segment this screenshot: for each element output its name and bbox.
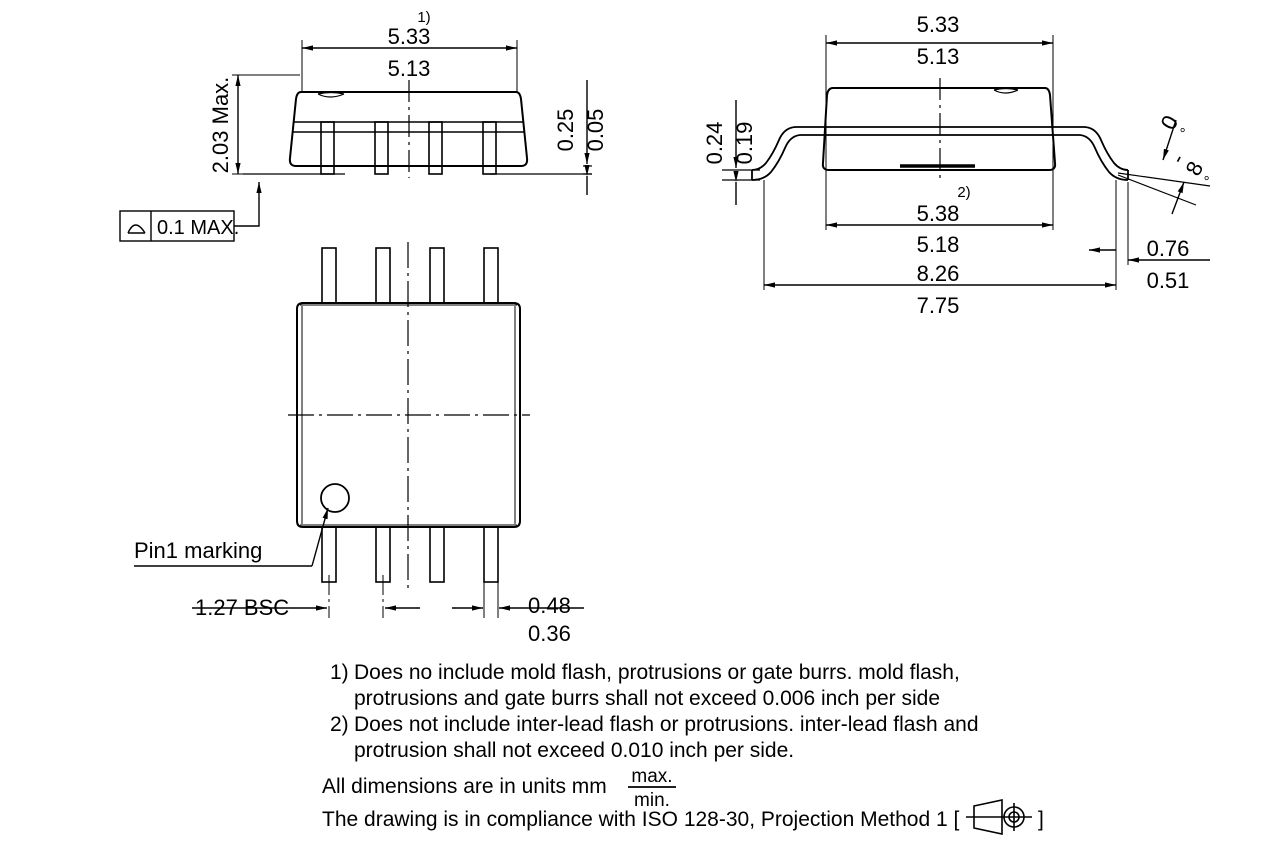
front-width-dimension [301,40,518,92]
overall-span-max: 8.26 [917,261,960,286]
angle-label-min: 0 ° [1155,111,1194,138]
side-width-max: 5.33 [917,12,960,37]
side-body-width-dimension [825,175,1054,230]
lead-width-min: 0.36 [528,621,571,646]
flatness-control-frame [119,182,262,242]
units-note: All dimensions are in units mm [322,775,607,798]
pin1-marking-label: Pin1 marking [134,538,262,563]
lead-thickness-max: 0.24 [702,122,727,165]
foot-length-max: 0.76 [1147,236,1190,261]
bottom-view-bottom-leads [321,526,499,583]
side-body-width-max: 5.38 [917,201,960,226]
side-body-width-min: 5.18 [917,232,960,257]
angle-min-degree: ° [1177,125,1195,138]
foot-length-min: 0.51 [1147,268,1190,293]
side-view-geometry [751,78,1129,181]
overall-span-min: 7.75 [917,293,960,318]
lead-thickness-min: 0.19 [732,122,757,165]
lead-angle-dimension [1117,119,1211,215]
foot-length-dimension [1089,180,1210,282]
lead-width-max: 0.48 [528,593,571,618]
projection-method-symbol [966,799,1032,835]
flatness-value: 0.1 MAX. [157,217,239,239]
fraction-denominator: min. [634,790,670,811]
side-body-note-superscript: 2) [957,184,970,201]
fraction-numerator: max. [631,766,672,787]
standoff-dimension [583,80,592,195]
front-height-value: 2.03 Max. [208,77,233,174]
note-2-line-1: Does not include inter-lead flash or pro… [354,713,979,736]
compliance-note-close: ] [1038,808,1044,831]
front-note-superscript: 1) [417,9,430,26]
front-width-min: 5.13 [388,56,431,81]
front-view-geometry [243,80,592,178]
side-width-dimension [825,35,1054,88]
bottom-view-top-leads [321,247,499,304]
note-2-marker: 2) [330,713,349,736]
note-2-line-2: protrusion shall not exceed 0.010 inch p… [354,739,794,762]
note-1-line-1: Does no include mold flash, protrusions … [354,661,960,684]
lead-width-dimension [452,575,584,618]
front-height-dimension [232,74,300,175]
front-width-max: 5.33 [388,24,431,49]
side-width-min: 5.13 [917,44,960,69]
pin1-leader [134,507,329,567]
lead-thickness-dimension [722,100,760,205]
bottom-view-geometry [288,242,530,590]
pitch-value: 1.27 BSC [195,595,289,620]
standoff-min: 0.05 [583,109,608,152]
compliance-note: The drawing is in compliance with ISO 12… [322,808,959,831]
pitch-dimension [192,575,420,618]
note-1-line-2: protrusions and gate burrs shall not exc… [354,687,940,710]
standoff-max: 0.25 [553,109,578,152]
note-1-marker: 1) [330,661,349,684]
